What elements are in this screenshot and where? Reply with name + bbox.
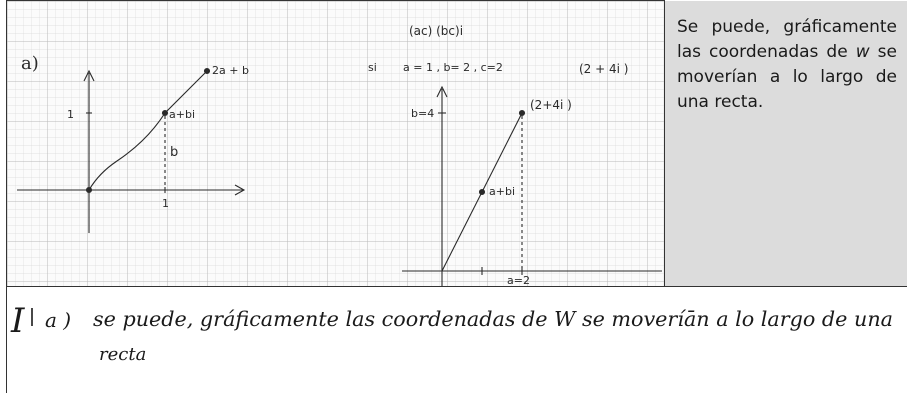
right-header-line1: (ac) (bc)i	[409, 24, 463, 38]
left-sketch: a) 1 1 b	[17, 53, 249, 233]
part-label-a: a)	[21, 53, 39, 74]
grid-pattern	[7, 1, 664, 286]
right-header-result: (2 + 4i )	[579, 62, 628, 76]
explanation-before: Se puede, gráficamente las coordenadas d…	[677, 17, 897, 62]
right-header-si: si	[368, 61, 377, 74]
left-mid-label: a+bi	[169, 108, 195, 121]
frame-top-border	[6, 0, 665, 1]
left-mid-point	[161, 109, 169, 117]
handwritten-line1: se puede, gráficamente las coordenadas d…	[93, 307, 893, 331]
frame-left-border	[6, 0, 7, 393]
left-origin-point	[85, 186, 93, 194]
left-y-tick-label: 1	[67, 108, 74, 121]
handwritten-svg: I a ) se puede, gráficamente las coorden…	[10, 301, 893, 365]
explanation-panel: Se puede, gráficamente las coordenadas d…	[665, 1, 907, 286]
left-top-label: 2a + b	[212, 64, 249, 77]
handwritten-line2: recta	[99, 344, 146, 365]
right-top-label: (2+4i )	[530, 98, 572, 112]
left-x-arrow	[234, 184, 246, 196]
frame-divider	[664, 0, 665, 287]
right-mid-point	[478, 188, 486, 196]
handwritten-answer: I a ) se puede, gráficamente las coorden…	[7, 288, 907, 393]
left-x-tick-label: 1	[162, 197, 169, 210]
left-top-point	[203, 67, 211, 75]
graph-paper-panel: a) 1 1 b	[7, 1, 664, 286]
right-x-tick-label: a=2	[507, 274, 530, 286]
right-y-arrow	[436, 85, 448, 98]
explanation-after: se moverían a lo largo de una recta.	[677, 42, 897, 112]
right-sketch: (ac) (bc)i si a = 1 , b= 2 , c=2 (2 + 4i…	[368, 24, 662, 286]
right-header-values: a = 1 , b= 2 , c=2	[403, 61, 503, 74]
left-curve	[88, 70, 208, 191]
frame-mid-border	[6, 286, 907, 287]
explanation-variable: w	[855, 42, 870, 62]
right-y-tick-label: b=4	[411, 107, 434, 120]
graph-paper-svg: a) 1 1 b	[7, 1, 664, 286]
handwritten-part: a )	[45, 308, 71, 332]
explanation-text: Se puede, gráficamente las coordenadas d…	[665, 1, 907, 115]
handwritten-numeral: I	[10, 301, 25, 341]
left-segment-label: b	[170, 145, 178, 160]
right-top-point	[518, 109, 526, 117]
left-y-arrow	[83, 69, 95, 82]
right-mid-label: a+bi	[489, 185, 515, 198]
